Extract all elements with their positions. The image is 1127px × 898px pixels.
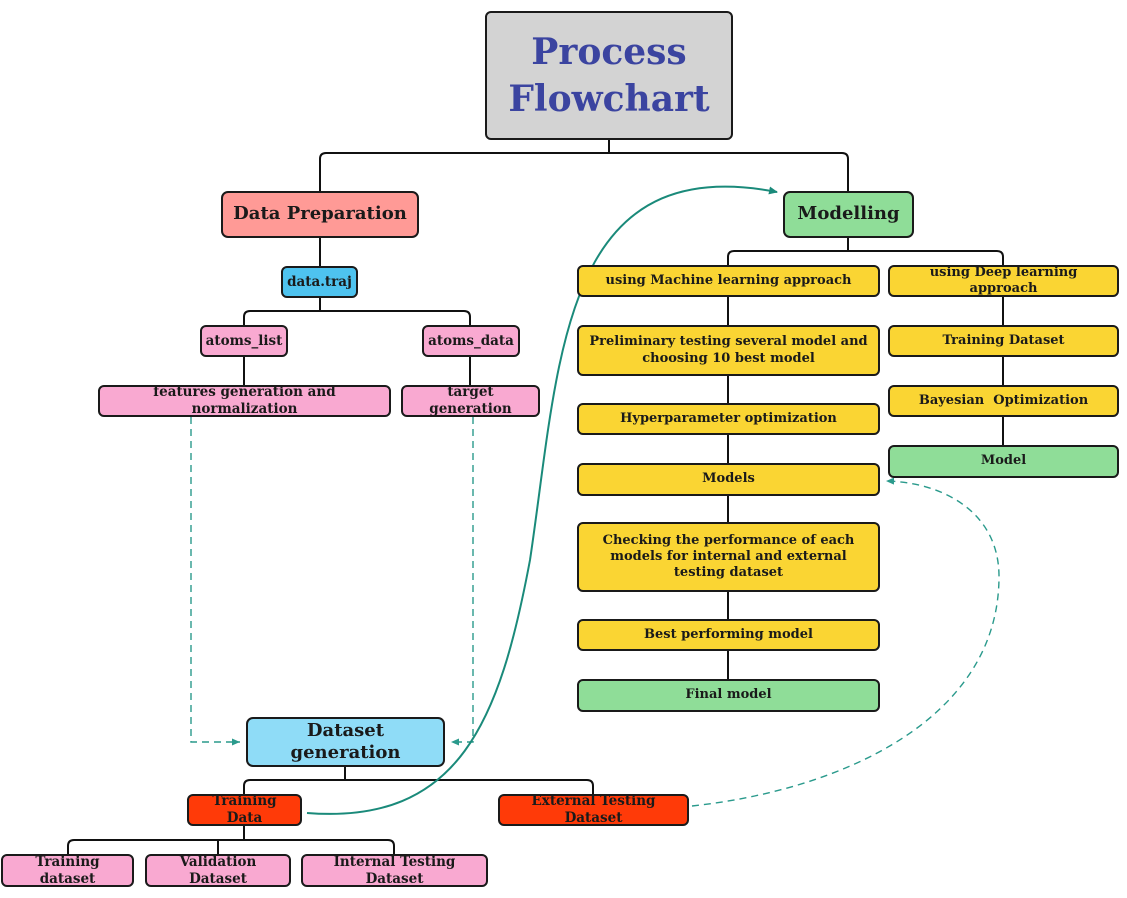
connector-traj-to-atoms — [243, 297, 471, 325]
training-data-node: Training Data — [187, 793, 302, 826]
models-node: Models — [577, 463, 880, 496]
modelling-node: Modelling — [783, 191, 914, 238]
best-performing-model-node: Best performing model — [577, 619, 880, 651]
training-dataset-node: Training dataset — [1, 854, 134, 887]
connector-dataset-to-split — [243, 767, 594, 794]
dl-model-node: Model — [888, 445, 1119, 478]
external-testing-dataset-node: External Testing Dataset — [498, 793, 689, 826]
target-generation-node: target generation — [401, 384, 540, 417]
preliminary-testing-node: Preliminary testing several model and ch… — [577, 325, 880, 376]
ml-approach-node: using Machine learning approach — [577, 265, 880, 297]
dataset-generation-node: Dataset generation — [246, 717, 445, 767]
dashed-arrow-target-to-dataset — [451, 417, 474, 746]
page-title: Process Flowchart — [485, 11, 733, 140]
atoms-data-node: atoms_data — [422, 325, 520, 357]
dashed-arrow-external-to-models — [691, 477, 1000, 807]
data-traj-node: data.traj — [281, 266, 358, 298]
bayesian-optimization-node: Bayesian Optimization — [888, 385, 1119, 417]
final-model-node: Final model — [577, 679, 880, 712]
performance-check-node: Checking the performance of each models … — [577, 522, 880, 592]
dashed-arrow-features-to-dataset — [190, 417, 240, 746]
dl-training-dataset-node: Training Dataset — [888, 325, 1119, 357]
internal-testing-dataset-node: Internal Testing Dataset — [301, 854, 488, 887]
connector-training-to-subsets — [67, 826, 395, 854]
data-preparation-node: Data Preparation — [221, 191, 419, 238]
features-generation-node: features generation and normalization — [98, 384, 391, 417]
connector-title-to-branches — [319, 139, 849, 191]
validation-dataset-node: Validation Dataset — [145, 854, 291, 887]
connector-modelling-to-approaches — [727, 238, 1004, 265]
atoms-list-node: atoms_list — [200, 325, 288, 357]
hyperparameter-optimization-node: Hyperparameter optimization — [577, 403, 880, 435]
arrow-training-data-to-modelling — [306, 185, 778, 815]
dl-approach-node: using Deep learning approach — [888, 265, 1119, 297]
